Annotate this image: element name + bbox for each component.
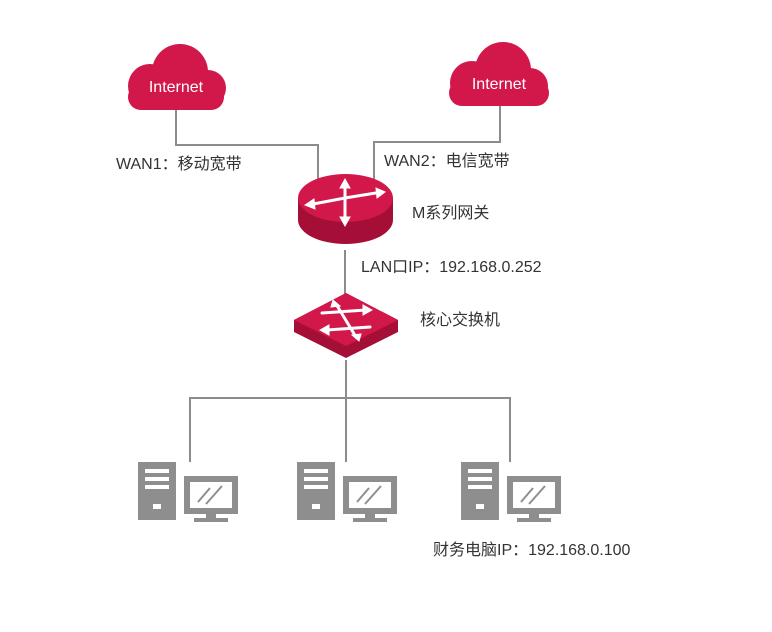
pc-icon — [297, 462, 397, 522]
wan1-link — [175, 108, 319, 183]
pc-icon — [138, 462, 238, 522]
wan2-label: WAN2：电信宽带 — [384, 152, 510, 170]
pc-bus-link — [189, 397, 511, 462]
gateway-router-icon — [298, 174, 393, 244]
wan2-link — [373, 105, 501, 183]
connection-lines — [175, 105, 511, 462]
cloud-label: Internet — [149, 79, 204, 96]
finance-pc-ip-label: 财务电脑IP：192.168.0.100 — [433, 541, 631, 559]
wan1-label: WAN1：移动宽带 — [116, 155, 242, 173]
cloud-label: Internet — [472, 76, 527, 93]
gateway-label: M系列网关 — [412, 204, 489, 222]
internet-cloud-icon: Internet — [449, 42, 549, 106]
lan-ip-label: LAN口IP：192.168.0.252 — [361, 259, 542, 276]
internet-cloud-icon: Internet — [128, 44, 226, 110]
core-switch-icon — [294, 293, 398, 358]
core-switch-label: 核心交换机 — [420, 311, 500, 329]
pc-icon — [461, 462, 561, 522]
